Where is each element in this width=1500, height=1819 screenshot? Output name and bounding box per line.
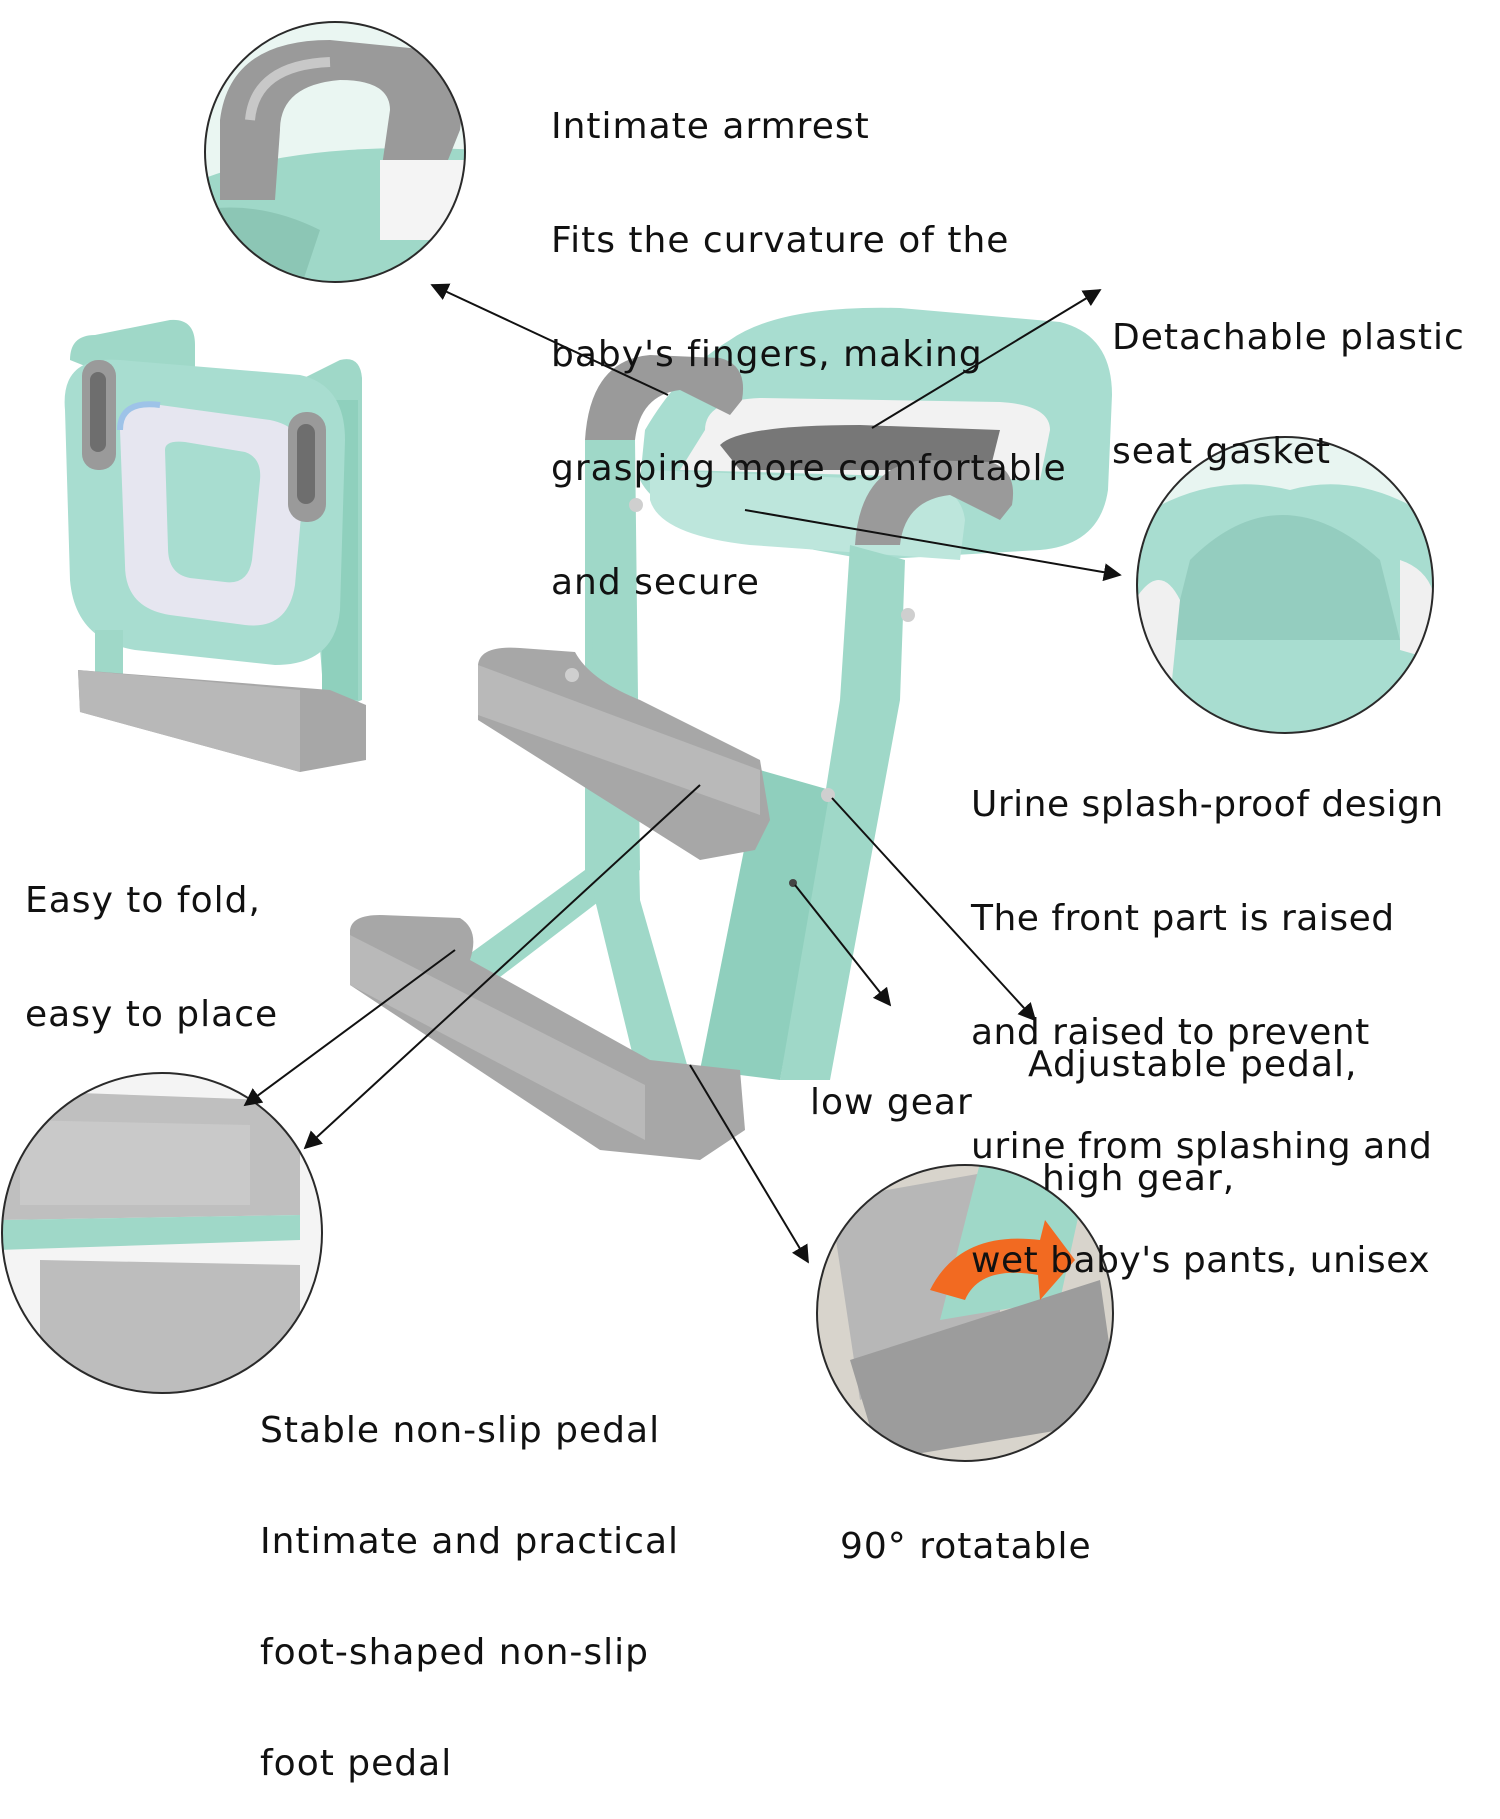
armrest-callout: Intimate armrest Fits the curvature of t… xyxy=(551,32,1067,640)
fold-callout: Easy to fold, easy to place xyxy=(25,806,278,1072)
product-illustration xyxy=(1,21,1434,1462)
splash-line: urine from splashing and xyxy=(971,1126,1433,1167)
leader-lines xyxy=(243,283,1122,1264)
pedal-line: foot pedal xyxy=(260,1743,453,1784)
pedal-callout: Stable non-slip pedal Intimate and pract… xyxy=(260,1338,679,1819)
splash-line: and raised to prevent xyxy=(971,1012,1370,1053)
armrest-line: Fits the curvature of the xyxy=(551,220,1010,261)
potty-ladder-illustration xyxy=(350,307,1112,1160)
rotatable-arrow xyxy=(689,1064,809,1264)
low-gear-callout: low gear xyxy=(810,1008,973,1160)
armrest-line: and secure xyxy=(551,562,760,603)
pedal-line: Intimate and practical xyxy=(260,1521,680,1562)
gasket-line: Detachable plastic xyxy=(1112,317,1465,358)
armrest-title: Intimate armrest xyxy=(551,106,870,147)
gasket-line: seat gasket xyxy=(1112,431,1332,472)
splash-callout: Urine splash-proof design The front part… xyxy=(971,710,1444,1318)
adjustable-line: Adjustable pedal, xyxy=(1028,1044,1358,1085)
folded-potty-illustration xyxy=(64,319,366,772)
armrest-line: baby's fingers, making xyxy=(551,334,983,375)
pedal-zoom-circle xyxy=(1,1072,323,1394)
armrest-arrow xyxy=(430,283,669,396)
splash-arrow xyxy=(744,509,1122,582)
fold-line: Easy to fold, xyxy=(25,880,261,921)
fold-line: easy to place xyxy=(25,994,279,1035)
rotatable-text: 90° rotatable xyxy=(840,1526,1092,1567)
adjustable-callout: Adjustable pedal, high gear, xyxy=(1028,970,1357,1236)
splash-line: The front part is raised xyxy=(971,898,1395,939)
low-gear-arrow xyxy=(794,884,892,1007)
high-gear-arrow xyxy=(831,797,1037,1022)
low-gear-text: low gear xyxy=(810,1082,973,1123)
splash-title: Urine splash-proof design xyxy=(971,784,1444,825)
adjustable-line: high gear, xyxy=(1042,1158,1236,1199)
rotatable-zoom-circle xyxy=(816,1164,1114,1462)
armrest-zoom-circle xyxy=(204,21,466,283)
pedal-arrow-lower xyxy=(243,949,456,1107)
splash-line: wet baby's pants, unisex xyxy=(971,1240,1431,1281)
pedal-line: foot-shaped non-slip xyxy=(260,1632,650,1673)
pedal-title: Stable non-slip pedal xyxy=(260,1410,661,1451)
gasket-callout: Detachable plastic seat gasket xyxy=(1112,243,1465,509)
gasket-arrow xyxy=(871,289,1102,429)
armrest-line: grasping more comfortable xyxy=(551,448,1067,489)
rotatable-callout: 90° rotatable xyxy=(840,1452,1092,1604)
pedal-arrow-upper xyxy=(303,784,701,1150)
